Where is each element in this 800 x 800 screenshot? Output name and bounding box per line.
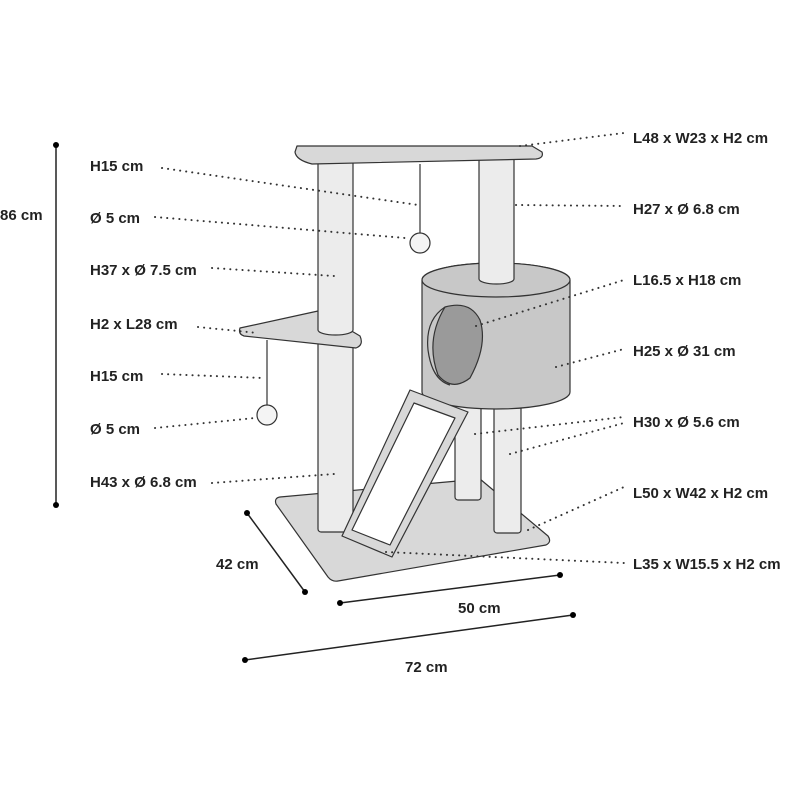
- label-entrance: L16.5 x H18 cm: [633, 272, 741, 289]
- post-left-upper: [317, 159, 354, 336]
- label-post-top-right: H27 x Ø 6.8 cm: [633, 201, 740, 218]
- label-cylinder: H25 x Ø 31 cm: [633, 343, 736, 360]
- house-entrance: [432, 304, 483, 385]
- label-ball-string-shelf: H15 cm: [90, 368, 143, 385]
- post-left-lower: [317, 339, 354, 533]
- label-lower-posts: H30 x Ø 5.6 cm: [633, 414, 740, 431]
- label-ball-string-top: H15 cm: [90, 158, 143, 175]
- top-platform: [294, 145, 543, 165]
- label-ramp: L35 x W15.5 x H2 cm: [633, 556, 781, 573]
- toy-ball-top: [409, 232, 431, 254]
- label-post-upper-left: H37 x Ø 7.5 cm: [90, 262, 197, 279]
- label-post-lower-left: H43 x Ø 6.8 cm: [90, 474, 197, 491]
- dim-depth: 42 cm: [216, 556, 259, 573]
- label-shelf: H2 x L28 cm: [90, 316, 178, 333]
- dimension-lines: [53, 142, 576, 663]
- dim-width: 50 cm: [458, 600, 501, 617]
- label-ball-top: Ø 5 cm: [90, 210, 140, 227]
- post-top-right: [478, 157, 515, 285]
- label-ball-shelf: Ø 5 cm: [90, 421, 140, 438]
- toy-ball-shelf: [256, 404, 278, 426]
- label-top-platform: L48 x W23 x H2 cm: [633, 130, 768, 147]
- dim-height: 86 cm: [0, 207, 43, 224]
- left-leader-lines: [154, 167, 419, 484]
- right-leader-lines: [385, 132, 625, 564]
- dim-total-width: 72 cm: [405, 659, 448, 676]
- post-lower-front: [493, 399, 522, 534]
- label-base: L50 x W42 x H2 cm: [633, 485, 768, 502]
